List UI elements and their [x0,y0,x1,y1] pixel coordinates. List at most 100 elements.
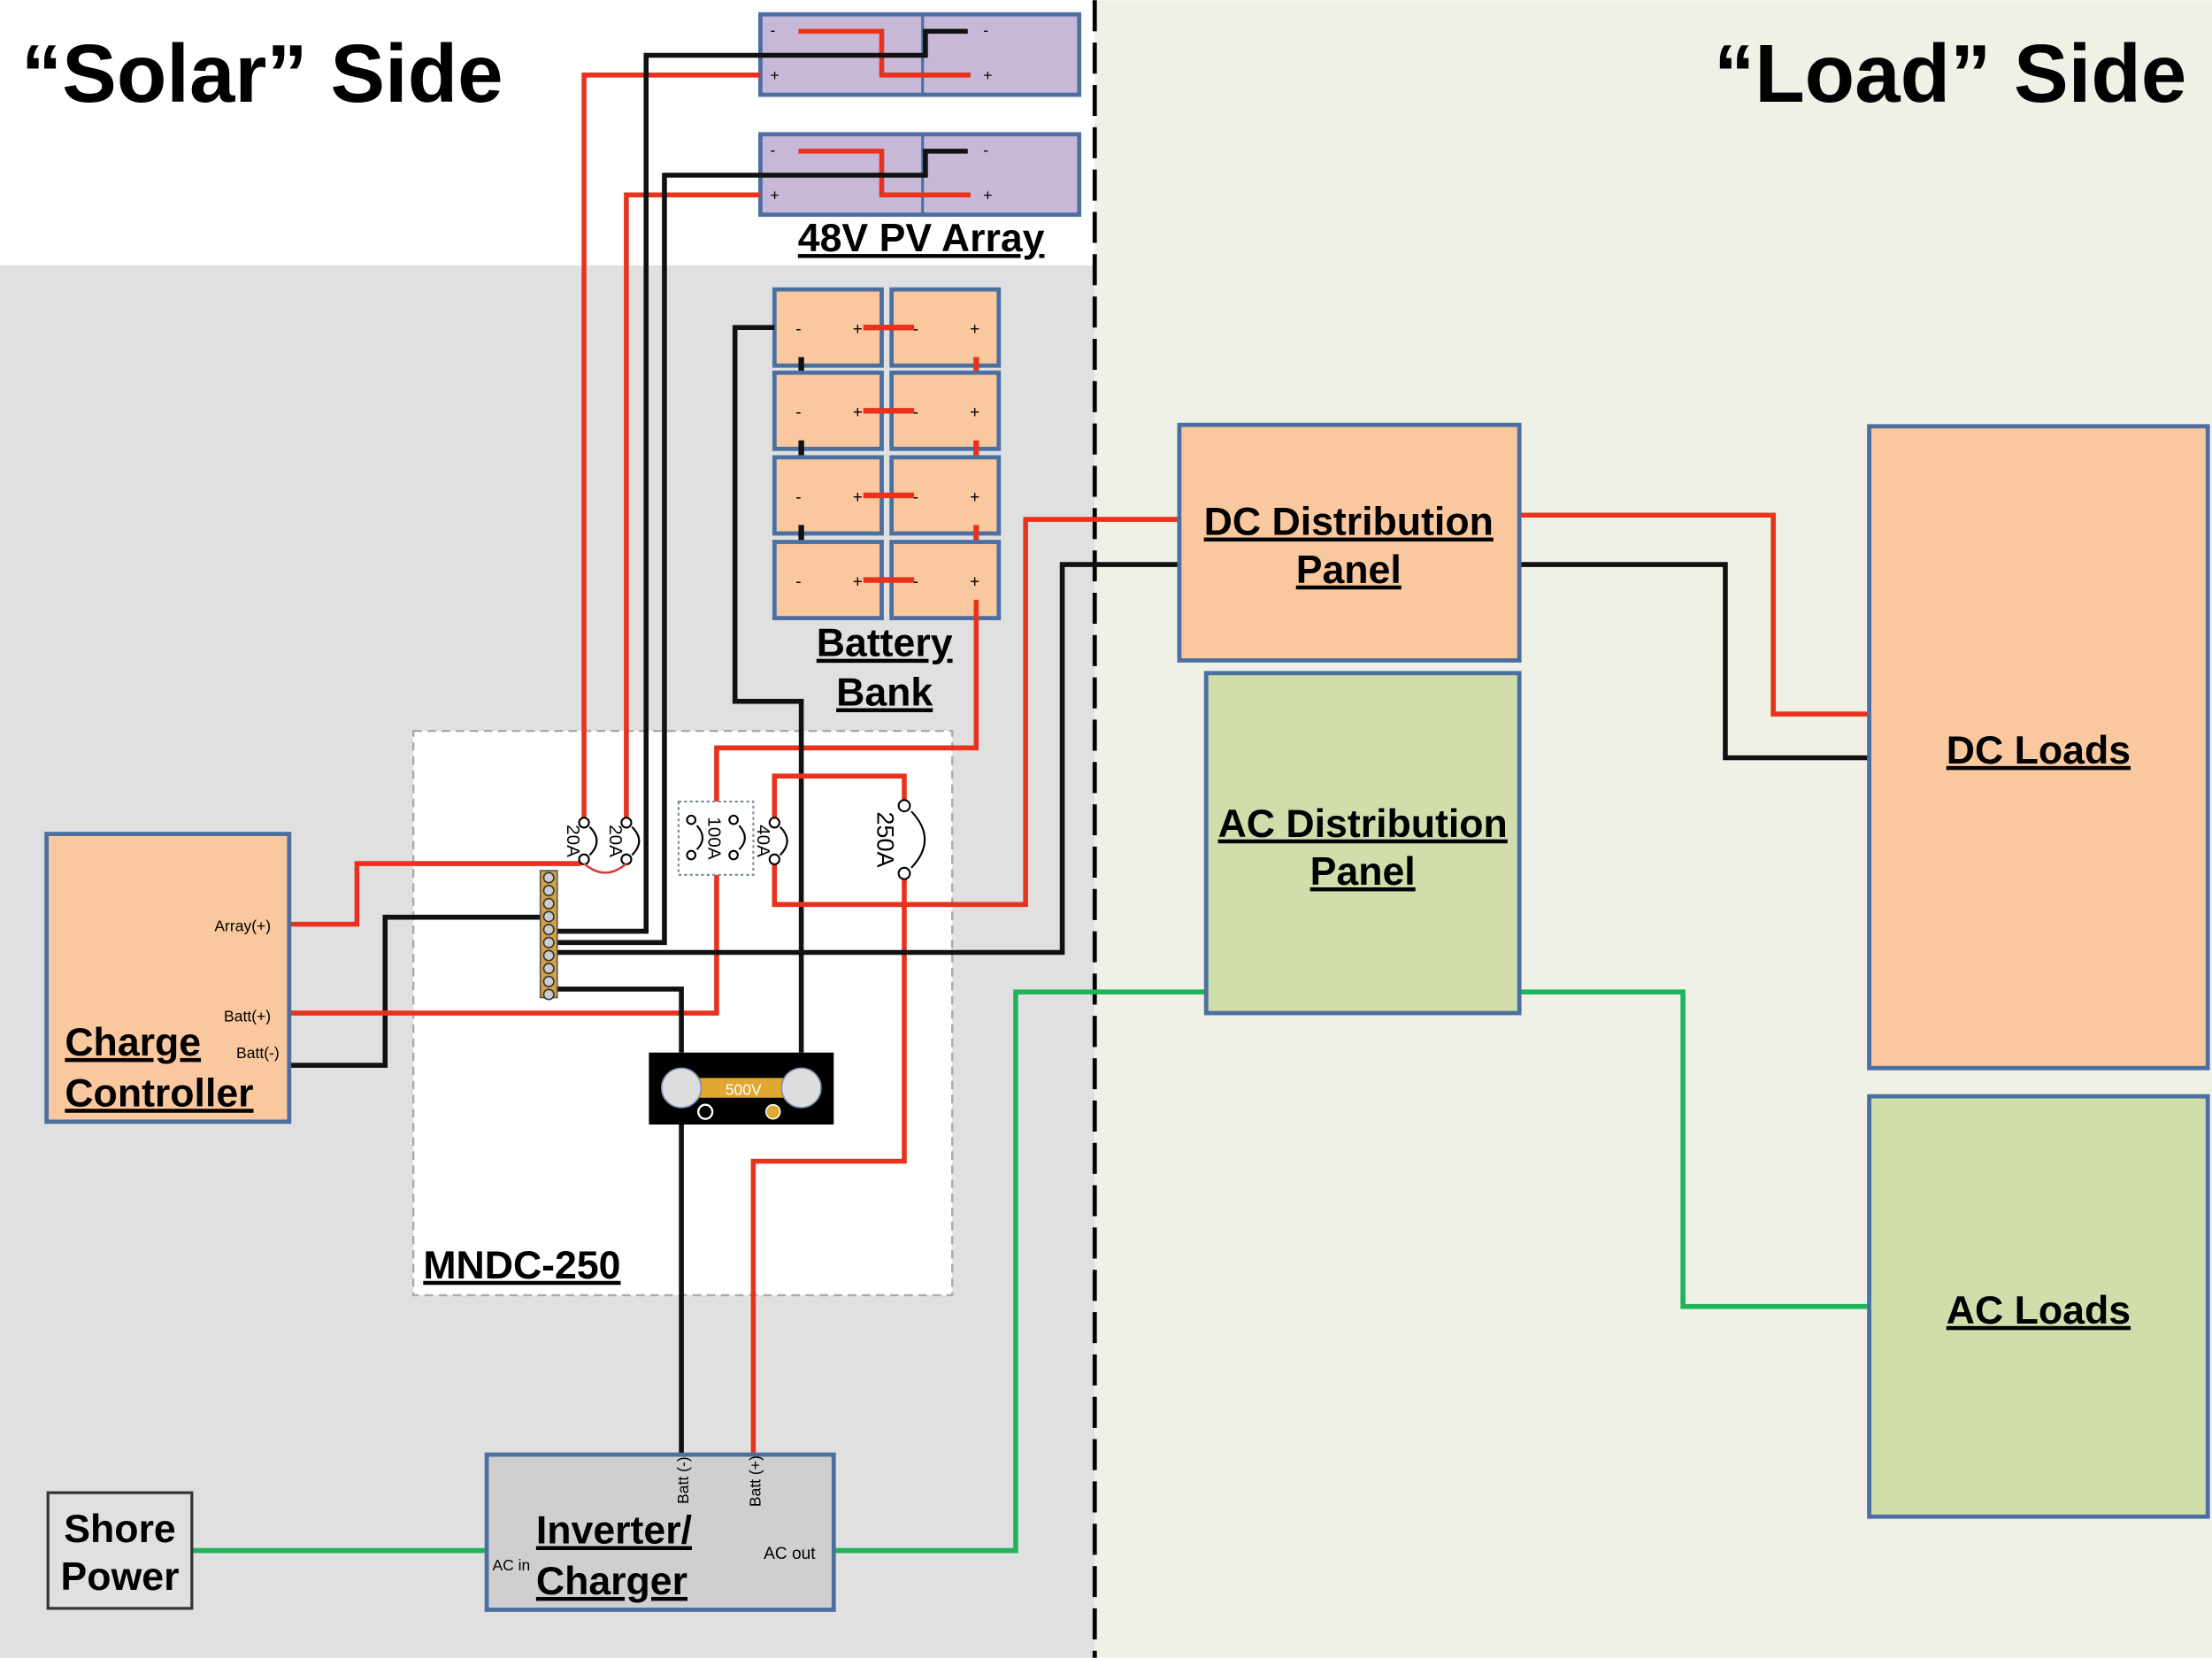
dc-loads-label: DC Loads [1947,729,2131,772]
shunt-label: 500V [726,1081,762,1099]
cell-neg-label: - [795,488,801,507]
solar-side-title: “Solar” Side [21,27,503,119]
wires [191,52,1870,1554]
cell-pos-label: + [970,320,979,339]
busbar-stud [542,975,555,987]
breaker-label: 250A [872,811,900,868]
inverter-label-1: Inverter/ [536,1509,692,1553]
breaker-feed-wire [772,773,907,819]
mndc-label: MNDC-250 [423,1244,620,1287]
batt-neg-terminal: Batt(-) [236,1044,280,1062]
busbar-stud [542,910,555,923]
busbar-stud [542,897,555,910]
pv1-neg-label: - [771,21,776,39]
pv1-positive-wire [581,73,761,819]
pv-array: - + - + - + - + 48V PV Array [757,12,1082,260]
dc-distribution-panel: DC Distribution Panel [1177,422,1522,663]
breaker-20a-1: 20A [563,817,598,865]
inverter-batt-neg-terminal: Batt (-) [674,1456,692,1504]
pv2-pos-label-2: + [983,187,992,204]
ac-distribution-label-1: AC Distribution [1218,802,1508,846]
dc-loads-negative-wire [1519,562,1870,761]
inverter-label-2: Charger [536,1560,687,1603]
cell-pos-label: + [853,573,863,592]
batt-pos-terminal: Batt(+) [224,1008,271,1025]
battery-bank-label-2: Bank [836,671,933,714]
cell-neg-label: - [795,403,801,422]
pv-panel-1: - + - + [757,12,1082,97]
cc-negative-wire [288,914,548,1068]
ac-distribution-panel: AC Distribution Panel [1203,671,1522,1016]
pv2-negative-wire [557,173,761,946]
cell-neg-label: - [913,488,918,507]
battery-negative-wire [732,325,804,1053]
pv-array-label: 48V PV Array [798,217,1045,260]
busbar-stud [542,963,555,975]
dc-distribution-label-2: Panel [1296,549,1402,592]
breaker-20a-2: 20A [605,817,641,865]
breaker-label: 40A [753,825,773,857]
ac-loads-wire [1519,989,1870,1309]
array-pos-terminal: Array(+) [214,917,271,935]
pv-panel-2: - + - + [757,132,1082,218]
ac-loads-label: AC Loads [1947,1289,2131,1332]
pv1-pos-label: + [771,66,780,84]
cell-neg-label: - [795,573,801,592]
pv1-pos-label-2: + [983,66,992,84]
pv2-neg-label-2: - [983,142,988,159]
breaker-label: 20A [563,825,583,857]
busbar-stud [542,988,555,1001]
busbar-stud [542,871,555,884]
negative-busbar [539,870,558,1001]
breaker-250a: 250A [872,799,926,880]
busbar-stud [542,924,555,936]
cell-neg-label: - [795,320,801,339]
cell-pos-label: + [853,320,863,339]
cc-positive-wire [288,874,719,1016]
load-side-title: “Load” Side [1714,27,2186,119]
pv1-neg-label-2: - [983,21,988,39]
inverter-ac-out-wire [833,989,1207,1554]
cell-pos-label: + [970,488,979,507]
cell-pos-label: + [970,573,979,592]
battery-bank-label-1: Battery [817,622,953,665]
dc-loads: DC Loads [1867,424,2210,1071]
shore-power-label-1: Shore [64,1508,175,1551]
cell-neg-label: - [913,573,918,592]
dc-dist-negative-wire [557,562,1179,956]
dc-loads-positive-wire [1519,512,1870,717]
inverter-charger: Batt (-) Batt (+) Inverter/ AC in Charge… [484,1452,836,1612]
pv1-negative-wire [557,52,761,934]
dc-dist-positive-wire [772,517,1179,908]
breaker-40a: 40A [753,817,788,865]
busbar-stud [542,936,555,948]
shunt: 500V [649,1052,834,1125]
pv2-positive-wire [624,192,761,819]
cell-neg-label: - [913,320,918,339]
cell-pos-label: + [853,403,863,422]
breaker-100a: 100A [677,800,755,876]
cell-neg-label: - [913,403,918,422]
breaker-label: 100A [703,817,724,860]
ac-loads: AC Loads [1867,1094,2210,1519]
array-positive-wire [288,861,581,927]
breakers: 20A 20A 100A 40A 250A [563,799,926,880]
pv2-neg-label: - [771,142,776,159]
dc-distribution-label-1: DC Distribution [1204,501,1494,544]
ac-distribution-label-2: Panel [1310,850,1416,894]
pv2-pos-label: + [771,187,780,204]
busbar-stud [542,885,555,897]
shore-power: Shore Power [46,1491,194,1610]
shore-power-label-2: Power [61,1555,180,1599]
cell-pos-label: + [853,488,863,507]
charge-controller-label-1: Charge [65,1021,201,1064]
busbar-stud [542,949,555,962]
charge-controller: Array(+) Batt(+) Batt(-) Charge Controll… [44,832,292,1125]
busbar-to-shunt-wire [557,986,684,1053]
inverter-ac-out-terminal: AC out [764,1545,816,1563]
breaker-label: 20A [605,825,626,857]
inverter-ac-in-terminal: AC in [492,1556,530,1574]
inverter-positive-wire [750,874,907,1455]
battery-bank: -+-+-+-+-+-+-+-+ [772,287,1002,621]
